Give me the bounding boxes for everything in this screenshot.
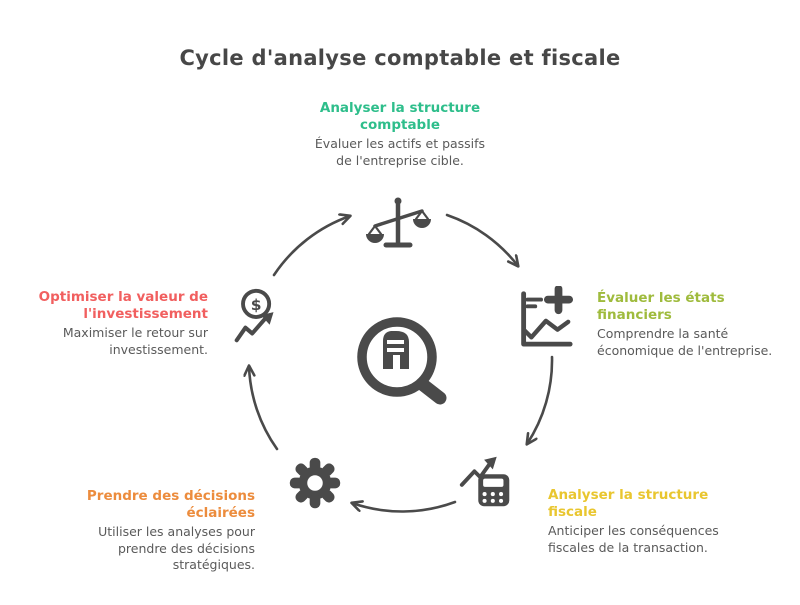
step-prendre-decisions-eclairees: Prendre des décisions éclairées Utiliser… xyxy=(38,488,255,574)
calculator-trend-icon xyxy=(459,456,510,507)
step-evaluer-etats-financiers: Évaluer les états financiers Comprendre … xyxy=(597,290,792,359)
arrow-left-to-top xyxy=(272,216,350,277)
step-optimiser-valeur-investissement: Optimiser la valeur de l'investissement … xyxy=(16,289,208,358)
step-body: Comprendre la santé économique de l'entr… xyxy=(597,326,773,358)
step-body: Évaluer les actifs et passifs de l'entre… xyxy=(314,136,486,168)
step-body: Maximiser le retour sur investissement. xyxy=(62,325,208,357)
scales-icon xyxy=(366,197,431,248)
magnifier-building-icon xyxy=(357,317,447,405)
step-heading: Évaluer les états financiers xyxy=(597,290,725,323)
arrow-bottomleft-to-left xyxy=(249,366,279,451)
arrow-right-to-bottomright xyxy=(527,355,554,444)
step-heading: Analyser la structure fiscale xyxy=(548,487,709,520)
step-analyser-structure-fiscale: Analyser la structure fiscale Anticiper … xyxy=(548,487,763,556)
step-heading: Optimiser la valeur de l'investissement xyxy=(38,289,208,322)
page-title: Cycle d'analyse comptable et fiscale xyxy=(179,46,621,70)
step-analyser-structure-comptable: Analyser la structure comptable Évaluer … xyxy=(280,100,520,169)
step-heading: Prendre des décisions éclairées xyxy=(86,488,255,521)
step-heading: Analyser la structure comptable xyxy=(319,100,481,133)
gear-icon xyxy=(289,457,341,509)
chart-plus-icon xyxy=(521,286,574,347)
arrow-bottomright-to-bottomleft xyxy=(352,502,457,513)
step-body: Utiliser les analyses pour prendre des d… xyxy=(98,524,255,572)
dollar-glyph: $ xyxy=(251,296,262,314)
step-body: Anticiper les conséquences fiscales de l… xyxy=(548,523,719,555)
arrow-top-to-right xyxy=(445,213,518,266)
dollar-trend-icon: $ xyxy=(234,288,274,343)
